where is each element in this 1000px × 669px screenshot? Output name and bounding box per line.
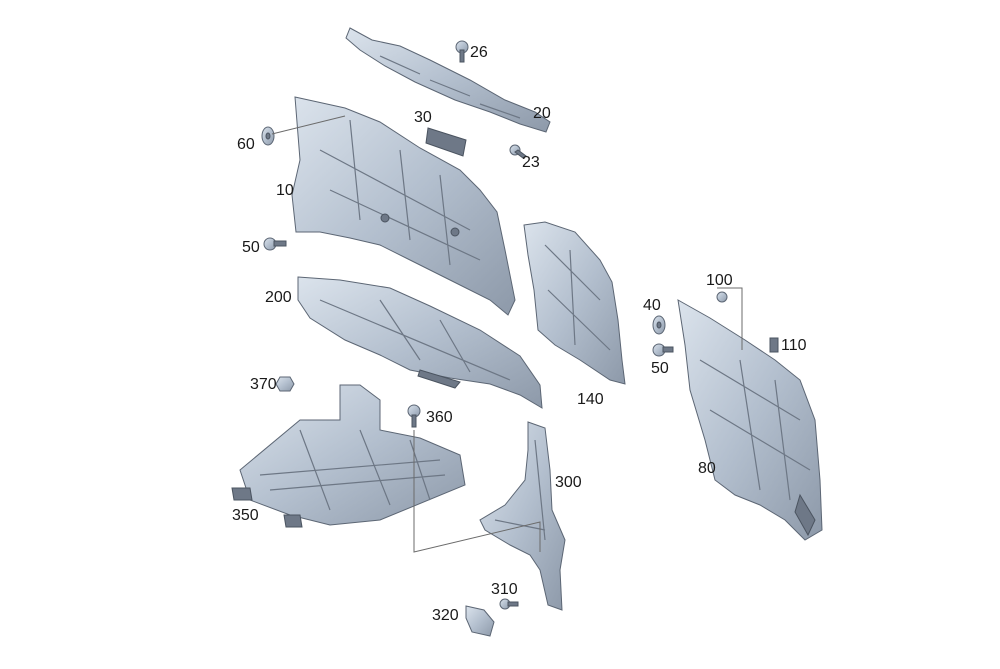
part-310-bolt: [499, 598, 519, 610]
part-300-bracket: [479, 421, 566, 611]
label-350: 350: [232, 507, 259, 524]
part-140-panel: [523, 221, 626, 385]
part-320-bracket: [465, 605, 495, 637]
label-110: 110: [781, 337, 807, 354]
label-60: 60: [237, 136, 255, 153]
label-10: 10: [276, 182, 294, 199]
part-26-clip: [455, 40, 469, 63]
label-23: 23: [522, 154, 540, 171]
label-200: 200: [265, 289, 292, 306]
part-50-bolt-left: [263, 237, 287, 251]
leader-lines: [271, 115, 743, 553]
label-26: 26: [470, 44, 488, 61]
label-310: 310: [491, 581, 518, 598]
part-110-bracket: [769, 337, 779, 353]
label-30: 30: [414, 109, 432, 126]
label-360: 360: [426, 409, 453, 426]
label-320: 320: [432, 607, 459, 624]
part-350-tray: [231, 384, 466, 528]
part-23-clip: [509, 144, 527, 159]
part-40-washer: [652, 315, 666, 335]
part-20-strip: [345, 27, 551, 133]
label-40: 40: [643, 297, 661, 314]
part-100-clip: [716, 291, 728, 303]
part-50-bolt-right: [652, 343, 674, 357]
part-60-washer: [261, 126, 275, 146]
label-140: 140: [577, 391, 604, 408]
label-50-left: 50: [242, 239, 260, 256]
part-200-panel: [297, 276, 543, 409]
part-30-pad: [425, 127, 467, 157]
part-10-panel: [291, 96, 516, 316]
label-300: 300: [555, 474, 582, 491]
part-360-bolt: [407, 404, 421, 428]
label-20: 20: [533, 105, 551, 122]
label-370: 370: [250, 376, 277, 393]
label-50-right: 50: [651, 360, 669, 377]
part-80-panel: [677, 299, 823, 541]
label-100: 100: [706, 272, 733, 289]
part-370-nut: [275, 376, 295, 392]
label-80: 80: [698, 460, 716, 477]
